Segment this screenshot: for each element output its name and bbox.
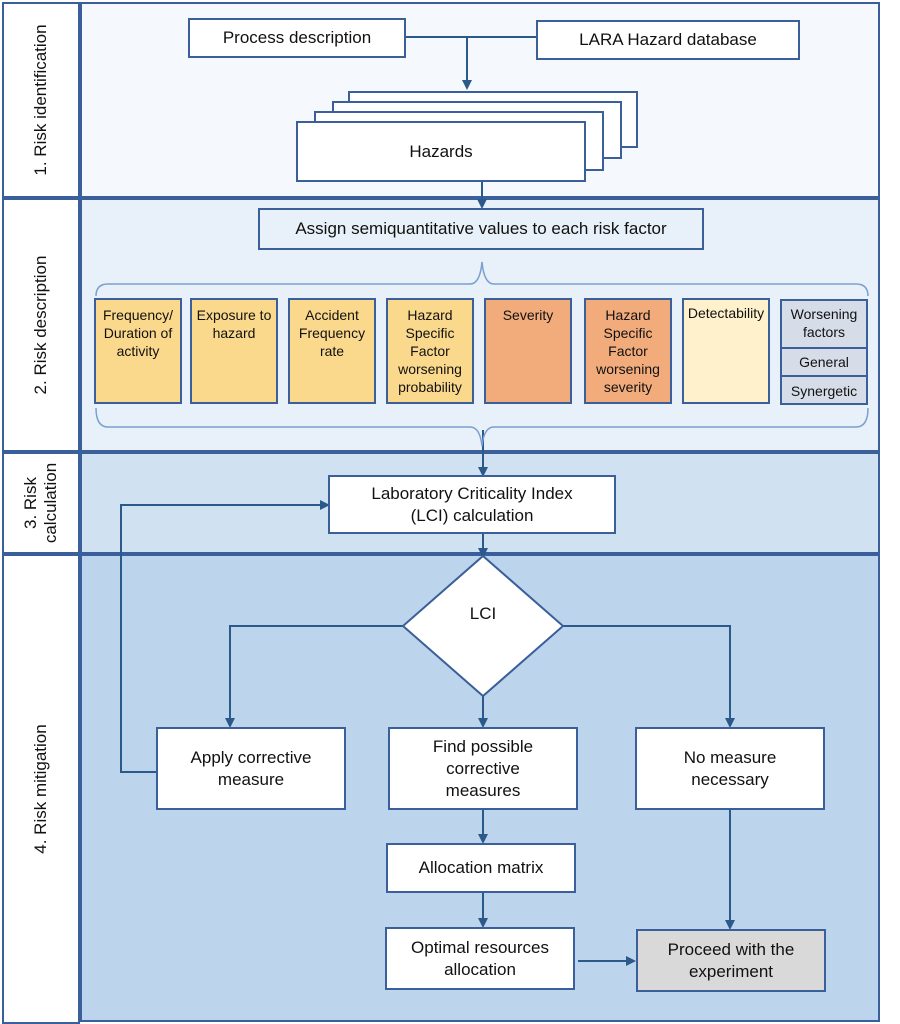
process-description-node: Process description	[188, 18, 406, 58]
lara-database-node: LARA Hazard database	[536, 20, 800, 60]
lane-label-mitigation: 4. Risk mitigation	[2, 554, 80, 1024]
factor-accident-frequency-label: Accident Frequency rate	[298, 307, 366, 359]
lane-label-description: 2. Risk description	[2, 198, 80, 452]
lci-calculation-label: Laboratory Criticality Index (LCI) calcu…	[371, 483, 573, 525]
find-corrective-node: Find possible corrective measures	[388, 727, 578, 810]
assign-values-label: Assign semiquantitative values to each r…	[295, 219, 667, 238]
worsening-factor-general: General	[782, 349, 866, 377]
lane-label-identification-text: 1. Risk identification	[31, 24, 50, 176]
factor-hsf-severity-label: Hazard Specific Factor worsening severit…	[596, 307, 660, 395]
apply-corrective-node: Apply corrective measure	[156, 727, 346, 810]
assign-values-node: Assign semiquantitative values to each r…	[258, 208, 704, 250]
lara-database-label: LARA Hazard database	[579, 30, 757, 49]
lane-label-mitigation-text: 4. Risk mitigation	[31, 724, 50, 854]
lane-label-calculation: 3. Risk calculation	[2, 452, 80, 554]
lci-decision-label: LCI	[469, 604, 497, 623]
factor-frequency-duration: Frequency/ Duration of activity	[94, 298, 182, 404]
worsening-factor-synergetic: Synergetic	[782, 377, 866, 403]
lane-label-description-text: 2. Risk description	[31, 255, 50, 395]
worsening-factors-title-label: Worsening factors	[790, 306, 858, 340]
worsening-factors-group: Worsening factors General Synergetic	[780, 299, 868, 405]
no-measure-node: No measure necessary	[635, 727, 825, 810]
factor-exposure-label: Exposure to hazard	[196, 307, 272, 341]
process-description-label: Process description	[222, 28, 372, 47]
worsening-factor-general-label: General	[799, 354, 849, 370]
lane-label-calculation-text: 3. Risk calculation	[21, 462, 60, 544]
hazards-label: Hazards	[409, 141, 473, 161]
factor-detectability: Detectability	[682, 298, 770, 404]
apply-corrective-label: Apply corrective measure	[190, 747, 312, 789]
factor-frequency-duration-label: Frequency/ Duration of activity	[102, 307, 174, 359]
factor-hsf-probability: Hazard Specific Factor worsening probabi…	[386, 298, 474, 404]
lane-label-identification: 1. Risk identification	[2, 2, 80, 198]
lci-decision-label-wrap: LCI	[443, 604, 523, 624]
find-corrective-label: Find possible corrective measures	[432, 736, 534, 800]
proceed-label: Proceed with the experiment	[667, 939, 795, 981]
factor-detectability-label: Detectability	[687, 305, 765, 321]
optimal-allocation-node: Optimal resources allocation	[385, 927, 575, 990]
lci-calculation-node: Laboratory Criticality Index (LCI) calcu…	[328, 475, 616, 534]
proceed-node: Proceed with the experiment	[636, 929, 826, 992]
allocation-matrix-label: Allocation matrix	[418, 858, 544, 877]
factor-hsf-probability-label: Hazard Specific Factor worsening probabi…	[398, 307, 462, 395]
factor-severity: Severity	[484, 298, 572, 404]
no-measure-label: No measure necessary	[683, 747, 777, 789]
allocation-matrix-node: Allocation matrix	[386, 843, 576, 893]
factor-hsf-severity: Hazard Specific Factor worsening severit…	[584, 298, 672, 404]
hazards-node: Hazards	[296, 121, 586, 182]
worsening-factor-synergetic-label: Synergetic	[790, 383, 858, 399]
worsening-factors-title: Worsening factors	[782, 301, 866, 349]
factor-severity-label: Severity	[502, 307, 554, 323]
factor-accident-frequency: Accident Frequency rate	[288, 298, 376, 404]
factor-exposure: Exposure to hazard	[190, 298, 278, 404]
optimal-allocation-label: Optimal resources allocation	[411, 937, 549, 979]
